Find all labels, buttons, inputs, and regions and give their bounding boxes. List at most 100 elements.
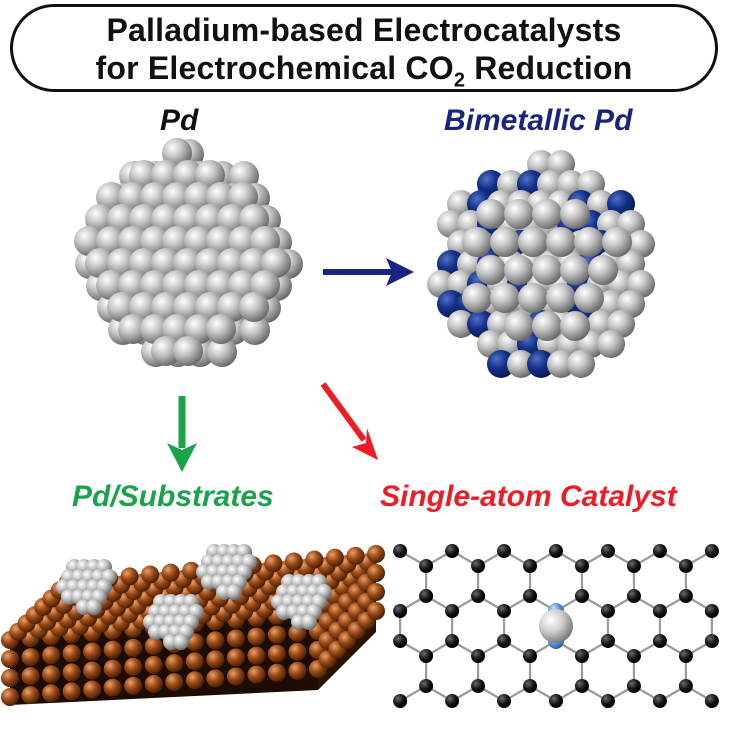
pd-atom bbox=[532, 255, 562, 285]
pd-atom bbox=[206, 314, 236, 344]
substrate-atom bbox=[62, 663, 81, 682]
pd-atom bbox=[476, 199, 506, 229]
pd-atom bbox=[207, 337, 237, 367]
title-box: Palladium-based Electrocatalysts for Ele… bbox=[10, 4, 718, 92]
pd-atom bbox=[490, 227, 520, 257]
substrate-atom bbox=[144, 655, 163, 674]
substrate-atom bbox=[144, 636, 163, 655]
pd-single-atom bbox=[539, 609, 573, 643]
carbon-atom bbox=[652, 544, 667, 558]
title-line-2-suffix: Reduction bbox=[465, 50, 633, 86]
substrate-atom bbox=[1, 650, 19, 668]
carbon-atom bbox=[471, 679, 486, 693]
pd-atom bbox=[597, 330, 625, 358]
substrate-atom bbox=[103, 659, 122, 678]
substrate-atom bbox=[42, 684, 61, 703]
carbon-atom bbox=[393, 694, 408, 708]
substrate-atom bbox=[83, 642, 102, 661]
pd-atom bbox=[547, 350, 575, 378]
bimetallic-label: Bimetallic Pd bbox=[444, 104, 633, 137]
pd-nanoparticle bbox=[74, 138, 303, 367]
pd-atom bbox=[504, 311, 534, 341]
substrate-atom bbox=[144, 674, 163, 693]
substrate-atom bbox=[124, 638, 143, 657]
substrate-atom bbox=[305, 550, 324, 569]
substrate-atom bbox=[288, 642, 307, 661]
carbon-atom bbox=[678, 559, 693, 573]
carbon-atom bbox=[626, 649, 641, 663]
pd-atom bbox=[574, 227, 604, 257]
carbon-atom bbox=[574, 649, 589, 663]
substrate-atom bbox=[247, 646, 266, 665]
carbon-atom bbox=[471, 589, 486, 603]
carbon-atom bbox=[393, 544, 408, 558]
pd-atom bbox=[240, 315, 270, 345]
dopant-atom bbox=[487, 350, 515, 378]
pd-atom bbox=[560, 199, 590, 229]
substrates-label: Pd/Substrates bbox=[72, 480, 274, 513]
title-subscript: 2 bbox=[453, 69, 466, 92]
substrate-slab bbox=[1, 544, 385, 706]
substrate-atom bbox=[161, 563, 180, 582]
substrate-atom bbox=[42, 646, 61, 665]
substrate-atom bbox=[267, 625, 286, 644]
substrate-atom bbox=[367, 545, 385, 563]
pd-atom bbox=[546, 227, 576, 257]
pd-atom bbox=[546, 283, 576, 313]
carbon-atom bbox=[523, 679, 538, 693]
arrow-to-single-atom bbox=[320, 382, 378, 460]
graphene-sheet bbox=[393, 544, 719, 708]
pd-cluster-atom bbox=[301, 614, 317, 630]
carbon-atom bbox=[445, 604, 460, 618]
carbon-atom bbox=[704, 694, 719, 708]
substrate-atom bbox=[284, 552, 303, 571]
substrate-atom bbox=[264, 554, 283, 573]
arrow-head bbox=[352, 428, 378, 460]
carbon-atom bbox=[445, 634, 460, 648]
carbon-atom bbox=[523, 649, 538, 663]
substrate-atom bbox=[206, 669, 225, 688]
carbon-atom bbox=[678, 589, 693, 603]
carbon-atom bbox=[497, 634, 512, 648]
substrate-atom bbox=[226, 629, 245, 648]
arrow-head bbox=[386, 258, 414, 286]
pd-atom bbox=[151, 336, 181, 366]
substrate-atom bbox=[367, 564, 385, 582]
carbon-atom bbox=[626, 559, 641, 573]
title-line-2-prefix: for Electrochemical CO bbox=[95, 50, 454, 86]
carbon-atom bbox=[574, 589, 589, 603]
pd-atom bbox=[476, 255, 506, 285]
bimetallic-nanoparticle bbox=[427, 150, 655, 378]
substrate-atom bbox=[247, 627, 266, 646]
pd-atom bbox=[239, 292, 269, 322]
pd-atom bbox=[173, 336, 203, 366]
title-line-2: for Electrochemical CO2 Reduction bbox=[13, 49, 715, 99]
substrate-atom bbox=[103, 640, 122, 659]
substrate-atom bbox=[21, 667, 40, 686]
pd-atom bbox=[602, 227, 632, 257]
substrate-atom bbox=[1, 669, 19, 687]
carbon-atom bbox=[704, 604, 719, 618]
pd-atom bbox=[462, 227, 492, 257]
carbon-atom bbox=[678, 649, 693, 663]
pd-cluster-atom bbox=[86, 599, 102, 615]
carbon-atom bbox=[652, 604, 667, 618]
single-atom-label: Single-atom Catalyst bbox=[380, 480, 677, 513]
arrow-to-bimetallic bbox=[323, 258, 414, 286]
pd-atom bbox=[574, 283, 604, 313]
pd-atom bbox=[504, 199, 534, 229]
carbon-atom bbox=[600, 544, 615, 558]
pd-atom bbox=[490, 283, 520, 313]
substrate-atom bbox=[206, 650, 225, 669]
substrate-atom bbox=[267, 663, 286, 682]
carbon-atom bbox=[600, 604, 615, 618]
pd-atom bbox=[560, 255, 590, 285]
carbon-atom bbox=[497, 544, 512, 558]
pd-atom bbox=[462, 283, 492, 313]
substrate-atom bbox=[103, 678, 122, 697]
substrate-atom bbox=[325, 548, 344, 567]
pd-atom bbox=[518, 227, 548, 257]
carbon-atom bbox=[704, 544, 719, 558]
carbon-atom bbox=[626, 679, 641, 693]
